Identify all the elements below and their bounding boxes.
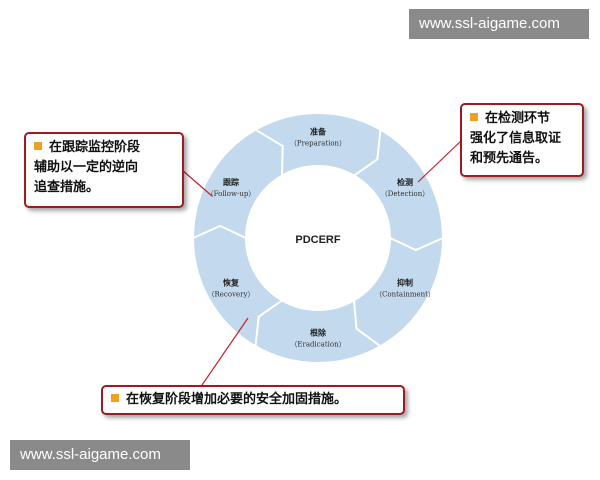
cycle-segment-follow-up (191, 128, 284, 240)
segment-label-en: （Preparation） (290, 140, 346, 148)
callout-follow-up-note: 在跟踪监控阶段 辅助以一定的逆向 追查措施。 (24, 132, 184, 208)
segment-label-en: （Containment） (375, 290, 435, 298)
callout-right-line-3: 和预先通告。 (470, 151, 549, 166)
segment-label-cn: 准备 (310, 127, 327, 137)
watermark-top: www.ssl-aigame.com (409, 9, 589, 39)
bullet-icon (111, 394, 119, 402)
segment-label-en: （Eradication） (290, 341, 345, 349)
leader-line-bottom (199, 317, 249, 389)
watermark-bottom: www.ssl-aigame.com (10, 440, 190, 470)
segment-label-en: （Recovery） (208, 290, 255, 298)
segment-label-cn: 根除 (310, 328, 327, 338)
callout-detection-note: 在检测环节 强化了信息取证 和预先通告。 (460, 103, 584, 177)
leader-line-right (417, 139, 463, 183)
callout-left-line-2: 辅助以一定的逆向 (34, 160, 139, 175)
segment-label-cn: 跟踪 (223, 177, 239, 187)
segment-label-cn: 恢复 (223, 277, 240, 287)
segment-label-en: （Detection） (381, 190, 429, 198)
diagram-center-label: PDCERF (295, 234, 341, 246)
leader-line-left (181, 169, 213, 197)
callout-left-line-1: 在跟踪监控阶段 (49, 140, 141, 155)
callout-left-line-3: 追查措施。 (34, 180, 100, 195)
bullet-icon (34, 142, 42, 150)
callout-recovery-note: 在恢复阶段增加必要的安全加固措施。 (101, 385, 405, 415)
segment-label-cn: 抑制 (397, 277, 413, 287)
bullet-icon (470, 113, 478, 121)
callout-right-line-1: 在检测环节 (485, 111, 551, 126)
callout-right-line-2: 强化了信息取证 (470, 131, 562, 146)
segment-label-cn: 检测 (397, 177, 413, 187)
callout-bottom-line-1: 在恢复阶段增加必要的安全加固措施。 (126, 392, 348, 407)
segment-label-en: （Follow-up） (207, 190, 256, 198)
